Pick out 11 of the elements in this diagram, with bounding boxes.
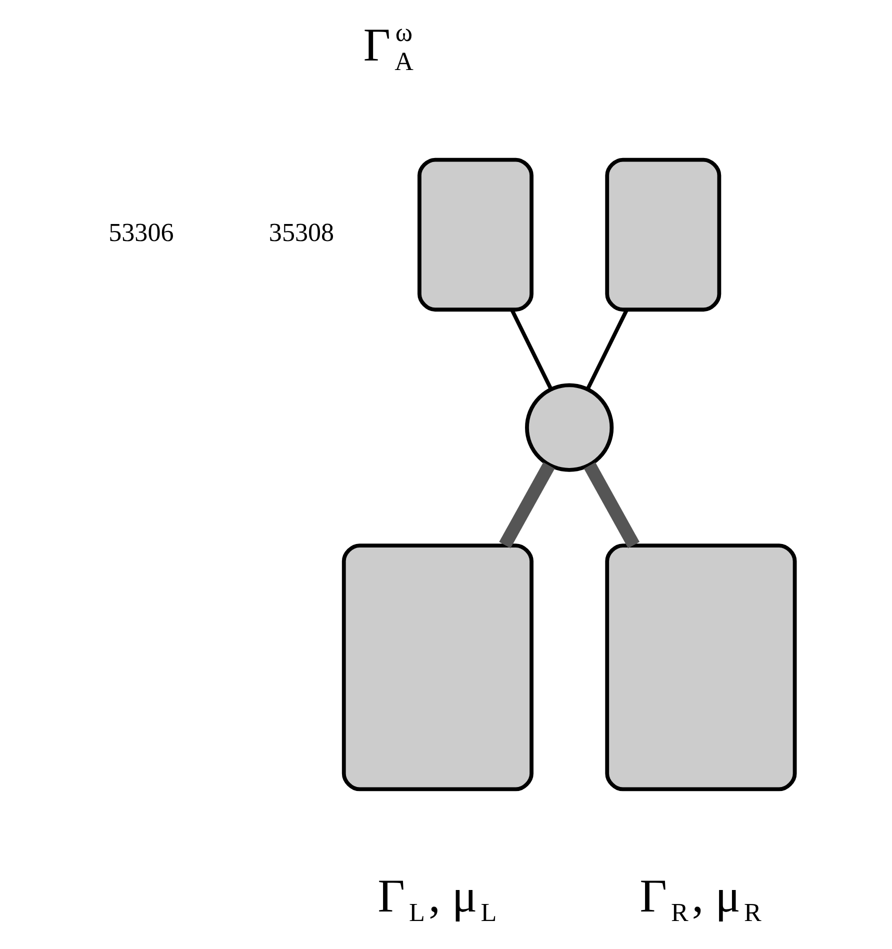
node-box [604,158,721,312]
connector [510,309,552,390]
label: 35308 [268,218,334,248]
connector [498,462,554,548]
node-box [604,544,796,792]
node-circle [524,383,614,472]
connector [585,309,628,390]
node-box [341,544,533,792]
label: 53306 [108,218,174,248]
connector [583,462,640,548]
node-box [417,158,533,312]
